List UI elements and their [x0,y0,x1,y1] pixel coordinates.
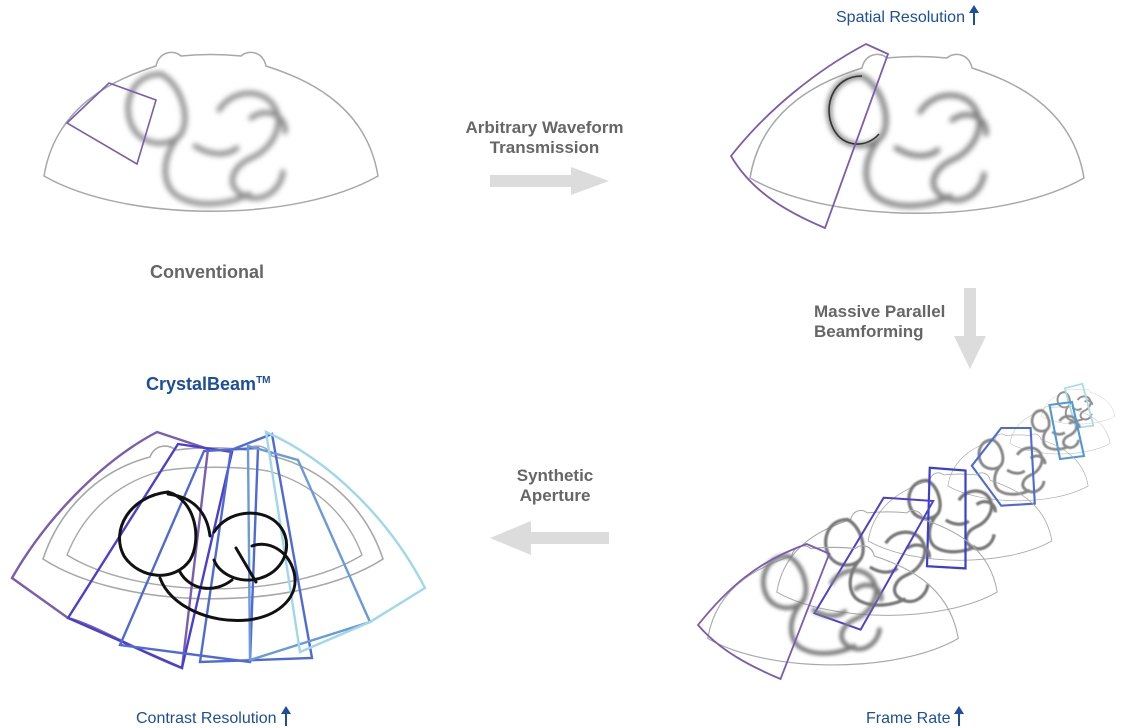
beam-outline-3 [118,446,260,664]
spatial-fetus-image [829,76,986,206]
conventional-label: Conventional [150,262,265,282]
beam-outline-5 [246,444,372,662]
spatial-sharp-head [828,75,880,145]
frame-stack-4 [947,426,1089,507]
down-arrow-icon [954,288,986,369]
conventional-fetus-image [128,74,285,204]
crystalbeam-panel [10,430,427,670]
spatial-resolution-label: Spatial Resolution [836,5,979,27]
spatial-beam-outline [729,42,890,230]
crystalbeam-trademark: TM [256,375,271,386]
conventional-panel [43,51,379,212]
up-arrow-icon [954,706,965,726]
frame-stack-2 [776,496,998,631]
crystalbeam-title: CrystalBeamTM [146,374,271,395]
beam-outline-6 [264,430,427,654]
up-arrow-icon [280,706,291,726]
frame-rate-text: Frame Rate [866,710,951,727]
synthetic-aperture-label: Synthetic Aperture [516,466,594,505]
crystalbeam-fetus-image [118,490,297,623]
crystalbeam-text: CrystalBeam [146,374,257,394]
conventional-beam-outline [65,82,157,166]
contrast-resolution-label: Contrast Resolution [136,706,291,728]
beam-outline-1 [10,430,210,670]
conventional-sector-outline [43,51,379,212]
frame-stack-1 [696,543,959,681]
frame-stack-6 [1041,382,1115,429]
contrast-resolution-text: Contrast Resolution [136,710,277,727]
left-arrow-icon [490,521,609,555]
spatial-resolution-panel [729,42,1085,230]
right-arrow-icon [490,167,609,195]
frame-stack-5 [1009,400,1111,461]
crystalbeam-sector-outer [42,445,384,600]
up-arrow-icon [968,5,979,25]
massive-parallel-label: Massive Parallel Beamforming [814,302,946,341]
arbitrary-waveform-label: Arbitrary Waveform Transmission [465,118,624,157]
spatial-resolution-text: Spatial Resolution [836,9,965,26]
frame-rate-panel [696,382,1115,681]
frame-rate-label: Frame Rate [866,706,965,728]
spatial-sector-outline [749,53,1085,214]
frame-stack-3 [867,466,1053,570]
